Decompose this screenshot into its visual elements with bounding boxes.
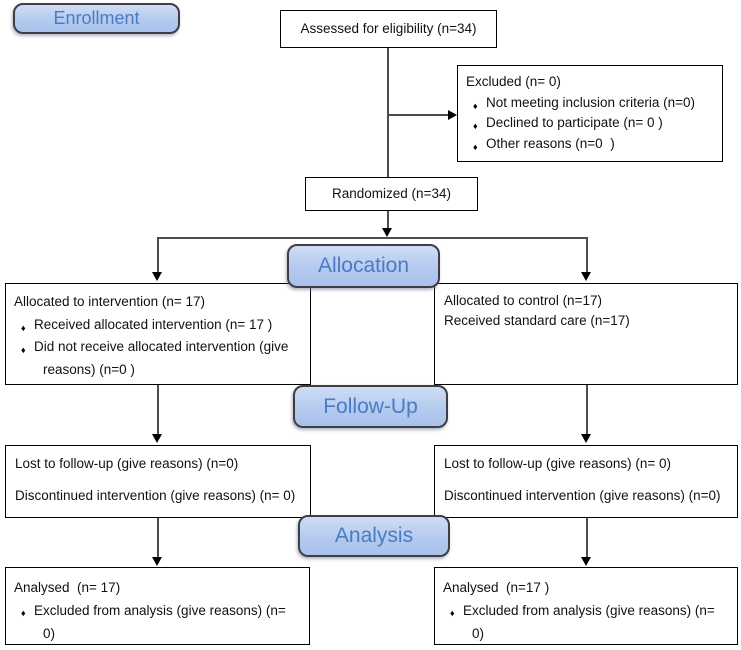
connector-to-excluded xyxy=(387,114,448,116)
assessed-text: Assessed for eligibility (n=34) xyxy=(300,20,477,36)
analysis-right-title: Analysed (n=17 ) xyxy=(443,580,550,595)
box-allocated-control: Allocated to control (n=17) Received sta… xyxy=(434,283,738,385)
analysis-right-list: Excluded from analysis (give reasons) (n… xyxy=(443,599,729,645)
allocation-right-line: Allocated to control (n=17) xyxy=(444,293,602,308)
arrowhead-excluded xyxy=(448,109,457,120)
allocation-left-list: Received allocated intervention (n= 17 )… xyxy=(14,314,302,382)
excluded-title: Excluded (n= 0) xyxy=(466,74,561,89)
followup-left-line: Discontinued intervention (give reasons)… xyxy=(15,488,296,503)
arrowhead-followup-left xyxy=(152,434,162,443)
arrowhead-followup-right xyxy=(581,434,591,443)
stage-badge-analysis: Analysis xyxy=(298,515,450,557)
arrowhead-allocation-right xyxy=(581,272,591,281)
connector-followup-left xyxy=(157,385,159,434)
analysis-left-item: Excluded from analysis (give reasons) (n… xyxy=(14,599,301,645)
analysis-right-item: Excluded from analysis (give reasons) (n… xyxy=(443,599,729,645)
stage-badge-allocation-label: Allocation xyxy=(317,254,410,277)
excluded-item: Other reasons (n=0 ) xyxy=(466,134,714,157)
allocation-right-line: Received standard care (n=17) xyxy=(444,312,630,328)
randomized-text: Randomized (n=34) xyxy=(332,185,451,201)
box-analysed-intervention: Analysed (n= 17) Excluded from analysis … xyxy=(5,567,310,645)
stage-badge-enrollment: Enrollment xyxy=(13,3,180,34)
allocation-left-item: Received allocated intervention (n= 17 ) xyxy=(14,314,302,338)
box-allocated-intervention: Allocated to intervention (n= 17) Receiv… xyxy=(5,283,311,385)
connector-assessed-to-randomized xyxy=(387,48,389,177)
box-assessed-eligibility: Assessed for eligibility (n=34) xyxy=(280,10,497,48)
stage-badge-enrollment-label: Enrollment xyxy=(53,8,140,28)
box-followup-control: Lost to follow-up (give reasons) (n= 0) … xyxy=(434,445,738,518)
arrowhead-allocation-left xyxy=(152,272,162,281)
box-excluded: Excluded (n= 0) Not meeting inclusion cr… xyxy=(457,65,723,162)
allocation-left-title: Allocated to intervention (n= 17) xyxy=(14,294,205,309)
stage-badge-followup-label: Follow-Up xyxy=(323,394,418,418)
box-followup-intervention: Lost to follow-up (give reasons) (n=0) D… xyxy=(5,445,311,518)
followup-left-line: Lost to follow-up (give reasons) (n=0) xyxy=(15,456,239,471)
arrowhead-randomized xyxy=(382,228,392,237)
analysis-left-list: Excluded from analysis (give reasons) (n… xyxy=(14,599,301,645)
followup-right-line: Lost to follow-up (give reasons) (n= 0) xyxy=(444,456,671,471)
connector-analysis-left xyxy=(157,518,159,557)
stage-badge-followup: Follow-Up xyxy=(293,385,448,428)
connector-analysis-right xyxy=(586,518,588,557)
connector-followup-right xyxy=(586,385,588,434)
box-analysed-control: Analysed (n=17 ) Excluded from analysis … xyxy=(434,567,738,645)
connector-branch-right xyxy=(586,237,588,272)
excluded-item: Declined to participate (n= 0 ) xyxy=(466,113,714,136)
connector-randomized-down xyxy=(387,211,389,229)
connector-branch-horizontal xyxy=(158,237,587,239)
excluded-item: Not meeting inclusion criteria (n=0) xyxy=(466,93,714,116)
arrowhead-analysis-left xyxy=(152,557,162,566)
arrowhead-analysis-right xyxy=(581,557,591,566)
stage-badge-allocation: Allocation xyxy=(287,244,440,288)
followup-right-line: Discontinued intervention (give reasons)… xyxy=(444,488,721,503)
stage-badge-analysis-label: Analysis xyxy=(334,524,414,547)
analysis-left-title: Analysed (n= 17) xyxy=(14,580,121,595)
allocation-left-item: Did not receive allocated intervention (… xyxy=(14,336,302,381)
connector-branch-left xyxy=(157,237,159,272)
box-randomized: Randomized (n=34) xyxy=(305,177,478,211)
excluded-list: Not meeting inclusion criteria (n=0) Dec… xyxy=(466,93,714,157)
